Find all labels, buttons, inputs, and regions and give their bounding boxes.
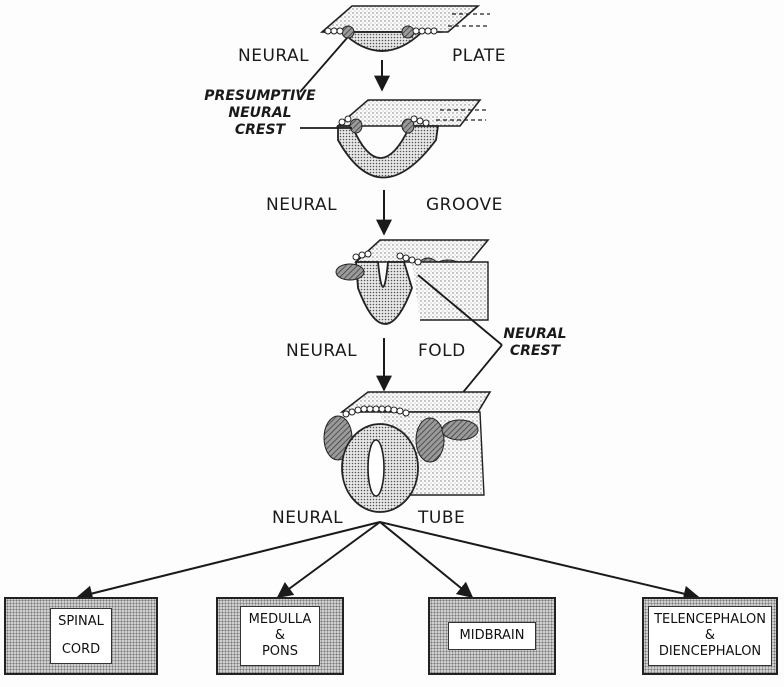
- medulla-pons-line-1: MEDULLA: [248, 612, 312, 627]
- spinal-cord-box: SPINAL CORD: [4, 597, 158, 675]
- leader-neural-crest-1: [417, 274, 503, 346]
- neural-groove-illustration: [335, 99, 488, 179]
- telencephalon-line-1: TELENCEPHALON: [654, 612, 766, 627]
- groove-label-left: NEURAL: [266, 195, 338, 215]
- neural-tube-illustration: [323, 391, 492, 513]
- tube-label-right: TUBE: [418, 508, 466, 528]
- medulla-pons-label: MEDULLA & PONS: [240, 606, 320, 666]
- presumptive-line-2: NEURAL: [228, 105, 292, 121]
- midbrain-line-1: MIDBRAIN: [459, 628, 525, 643]
- presumptive-line-1: PRESUMPTIVE: [204, 88, 316, 104]
- telencephalon-label: TELENCEPHALON & DIENCEPHALON: [648, 606, 772, 666]
- branch-arrows: [76, 521, 700, 602]
- tube-label-left: NEURAL: [272, 508, 344, 528]
- fold-label-left: NEURAL: [286, 341, 358, 361]
- plate-label-right: PLATE: [452, 46, 507, 66]
- medulla-pons-line-3: PONS: [261, 644, 299, 659]
- arrow-to-spinal-cord: [76, 521, 381, 602]
- telencephalon-box: TELENCEPHALON & DIENCEPHALON: [642, 597, 778, 675]
- spinal-cord-line-2: CORD: [61, 642, 101, 657]
- arrow-to-medulla-pons: [276, 521, 381, 598]
- neural-crest-annotation: NEURAL CREST: [498, 326, 572, 360]
- leader-presumptive-crest-1: [299, 37, 348, 93]
- telencephalon-line-3: DIENCEPHALON: [658, 644, 762, 659]
- crest-line-2: CREST: [509, 343, 561, 359]
- arrow-to-midbrain: [379, 521, 474, 599]
- telencephalon-line-2: &: [704, 628, 716, 643]
- crest-line-1: NEURAL: [503, 326, 567, 342]
- groove-label-right: GROOVE: [426, 195, 503, 215]
- midbrain-label: MIDBRAIN: [448, 622, 536, 650]
- spinal-cord-line-1: SPINAL: [58, 614, 104, 629]
- fold-label-right: FOLD: [418, 341, 466, 361]
- medulla-pons-line-2: &: [274, 628, 286, 643]
- presumptive-line-3: CREST: [234, 122, 286, 138]
- medulla-pons-box: MEDULLA & PONS: [216, 597, 344, 675]
- plate-label-left: NEURAL: [238, 46, 310, 66]
- neural-fold-illustration: [335, 239, 490, 325]
- presumptive-crest-annotation: PRESUMPTIVE NEURAL CREST: [204, 88, 316, 139]
- arrow-to-telencephalon: [379, 521, 700, 602]
- neural-plate-illustration: [319, 5, 490, 52]
- midbrain-box: MIDBRAIN: [428, 597, 556, 675]
- spinal-cord-label: SPINAL CORD: [50, 608, 112, 664]
